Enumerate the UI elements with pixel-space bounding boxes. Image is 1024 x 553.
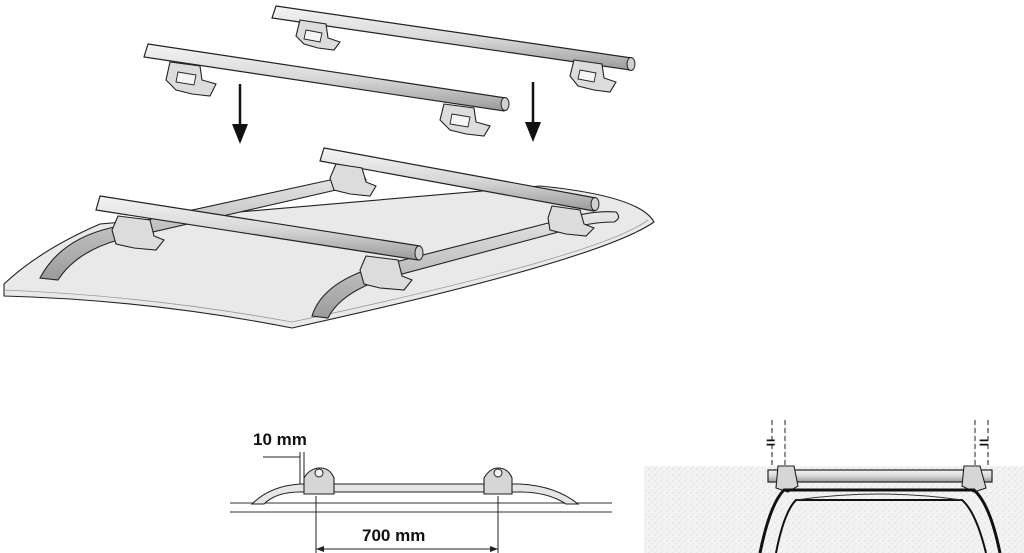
bar-foot	[547, 205, 595, 237]
upper-crossbar-front	[143, 43, 510, 137]
bar-foot	[483, 467, 513, 495]
equal-mark-left: =	[766, 435, 775, 452]
down-arrow-icon	[525, 82, 541, 142]
bar-foot	[439, 103, 491, 137]
installed-crossbar-rear	[319, 147, 600, 237]
side-view-diagram: 10 mm 700 mm	[230, 430, 612, 553]
bar-foot	[569, 59, 617, 93]
bar-foot	[961, 465, 987, 493]
bar-foot	[111, 215, 165, 251]
front-view-diagram: = =	[644, 420, 1024, 553]
upper-crossbar-rear	[271, 5, 636, 93]
bar-foot	[775, 465, 799, 493]
down-arrow-icon	[232, 84, 248, 144]
roof-rail-right	[311, 211, 620, 319]
bar-foot	[359, 255, 413, 291]
bar-foot	[303, 467, 335, 495]
bar-foot	[329, 163, 377, 197]
bar-foot	[295, 19, 341, 51]
equal-mark-right: =	[979, 435, 988, 452]
spacing-label: 700 mm	[362, 526, 425, 545]
front-crossbar	[767, 469, 993, 483]
installed-crossbar-front	[95, 195, 424, 291]
bar-foot	[165, 61, 217, 97]
offset-label: 10 mm	[253, 430, 307, 449]
